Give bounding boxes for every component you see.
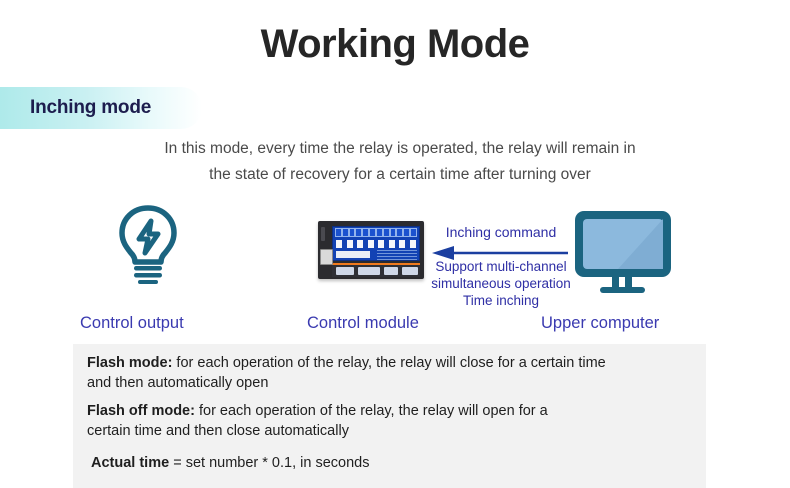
flash-off-mode-description: Flash off mode: for each operation of th… bbox=[87, 401, 692, 421]
module-pcb bbox=[332, 226, 420, 261]
actual-time-formula: Actual time = set number * 0.1, in secon… bbox=[87, 453, 692, 473]
actual-time-term: Actual time bbox=[91, 455, 170, 471]
module-orange-stripe bbox=[332, 263, 420, 265]
actual-time-text: = set number * 0.1, in seconds bbox=[169, 455, 370, 471]
inching-notes-line-2: simultaneous operation bbox=[431, 276, 571, 291]
arrow-computer-to-module-icon bbox=[432, 245, 568, 261]
mode-description-line-1: In this mode, every time the relay is op… bbox=[164, 140, 636, 157]
flash-off-mode-text-line-2-row: certain time and then close automaticall… bbox=[87, 421, 692, 441]
flash-off-mode-term: Flash off mode: bbox=[87, 403, 195, 419]
mode-description-line-2: the state of recovery for a certain time… bbox=[209, 166, 591, 183]
mode-details-box: Flash mode: for each operation of the re… bbox=[73, 344, 706, 488]
mode-badge: Inching mode bbox=[0, 87, 202, 129]
mode-badge-label: Inching mode bbox=[30, 97, 152, 118]
inching-notes-line-1: Support multi-channel bbox=[435, 259, 567, 274]
module-terminal-blocks bbox=[335, 228, 417, 237]
lightbulb-icon bbox=[110, 202, 186, 288]
module-relays bbox=[336, 240, 416, 248]
module-brand-label bbox=[336, 251, 370, 258]
page-title: Working Mode bbox=[260, 22, 530, 66]
flash-off-mode-text-line-1: for each operation of the relay, the rel… bbox=[194, 403, 548, 419]
module-silkscreen-text bbox=[377, 250, 417, 261]
flash-mode-text-line-1: for each operation of the relay, the rel… bbox=[172, 355, 606, 371]
caption-control-output: Control output bbox=[80, 314, 184, 332]
relay-control-module-icon bbox=[318, 221, 424, 279]
caption-control-module: Control module bbox=[307, 314, 419, 332]
inching-command-label: Inching command bbox=[445, 224, 557, 240]
flash-mode-text-line-2-row: and then automatically open bbox=[87, 373, 692, 393]
flash-mode-text-line-2: and then automatically open bbox=[87, 375, 269, 391]
monitor-icon bbox=[572, 208, 674, 294]
caption-upper-computer: Upper computer bbox=[541, 314, 660, 332]
flash-mode-description: Flash mode: for each operation of the re… bbox=[87, 353, 692, 373]
module-db9-port bbox=[320, 249, 333, 265]
module-base-connectors bbox=[332, 265, 420, 277]
flash-mode-term: Flash mode: bbox=[87, 355, 173, 371]
diagram-captions: Control output Control module Upper comp… bbox=[0, 314, 790, 340]
mode-description: In this mode, every time the relay is op… bbox=[110, 136, 690, 188]
inching-notes: Support multi-channel simultaneous opera… bbox=[418, 258, 584, 309]
flash-off-mode-text-line-2: certain time and then close automaticall… bbox=[87, 423, 349, 439]
inching-notes-line-3: Time inching bbox=[462, 293, 540, 308]
